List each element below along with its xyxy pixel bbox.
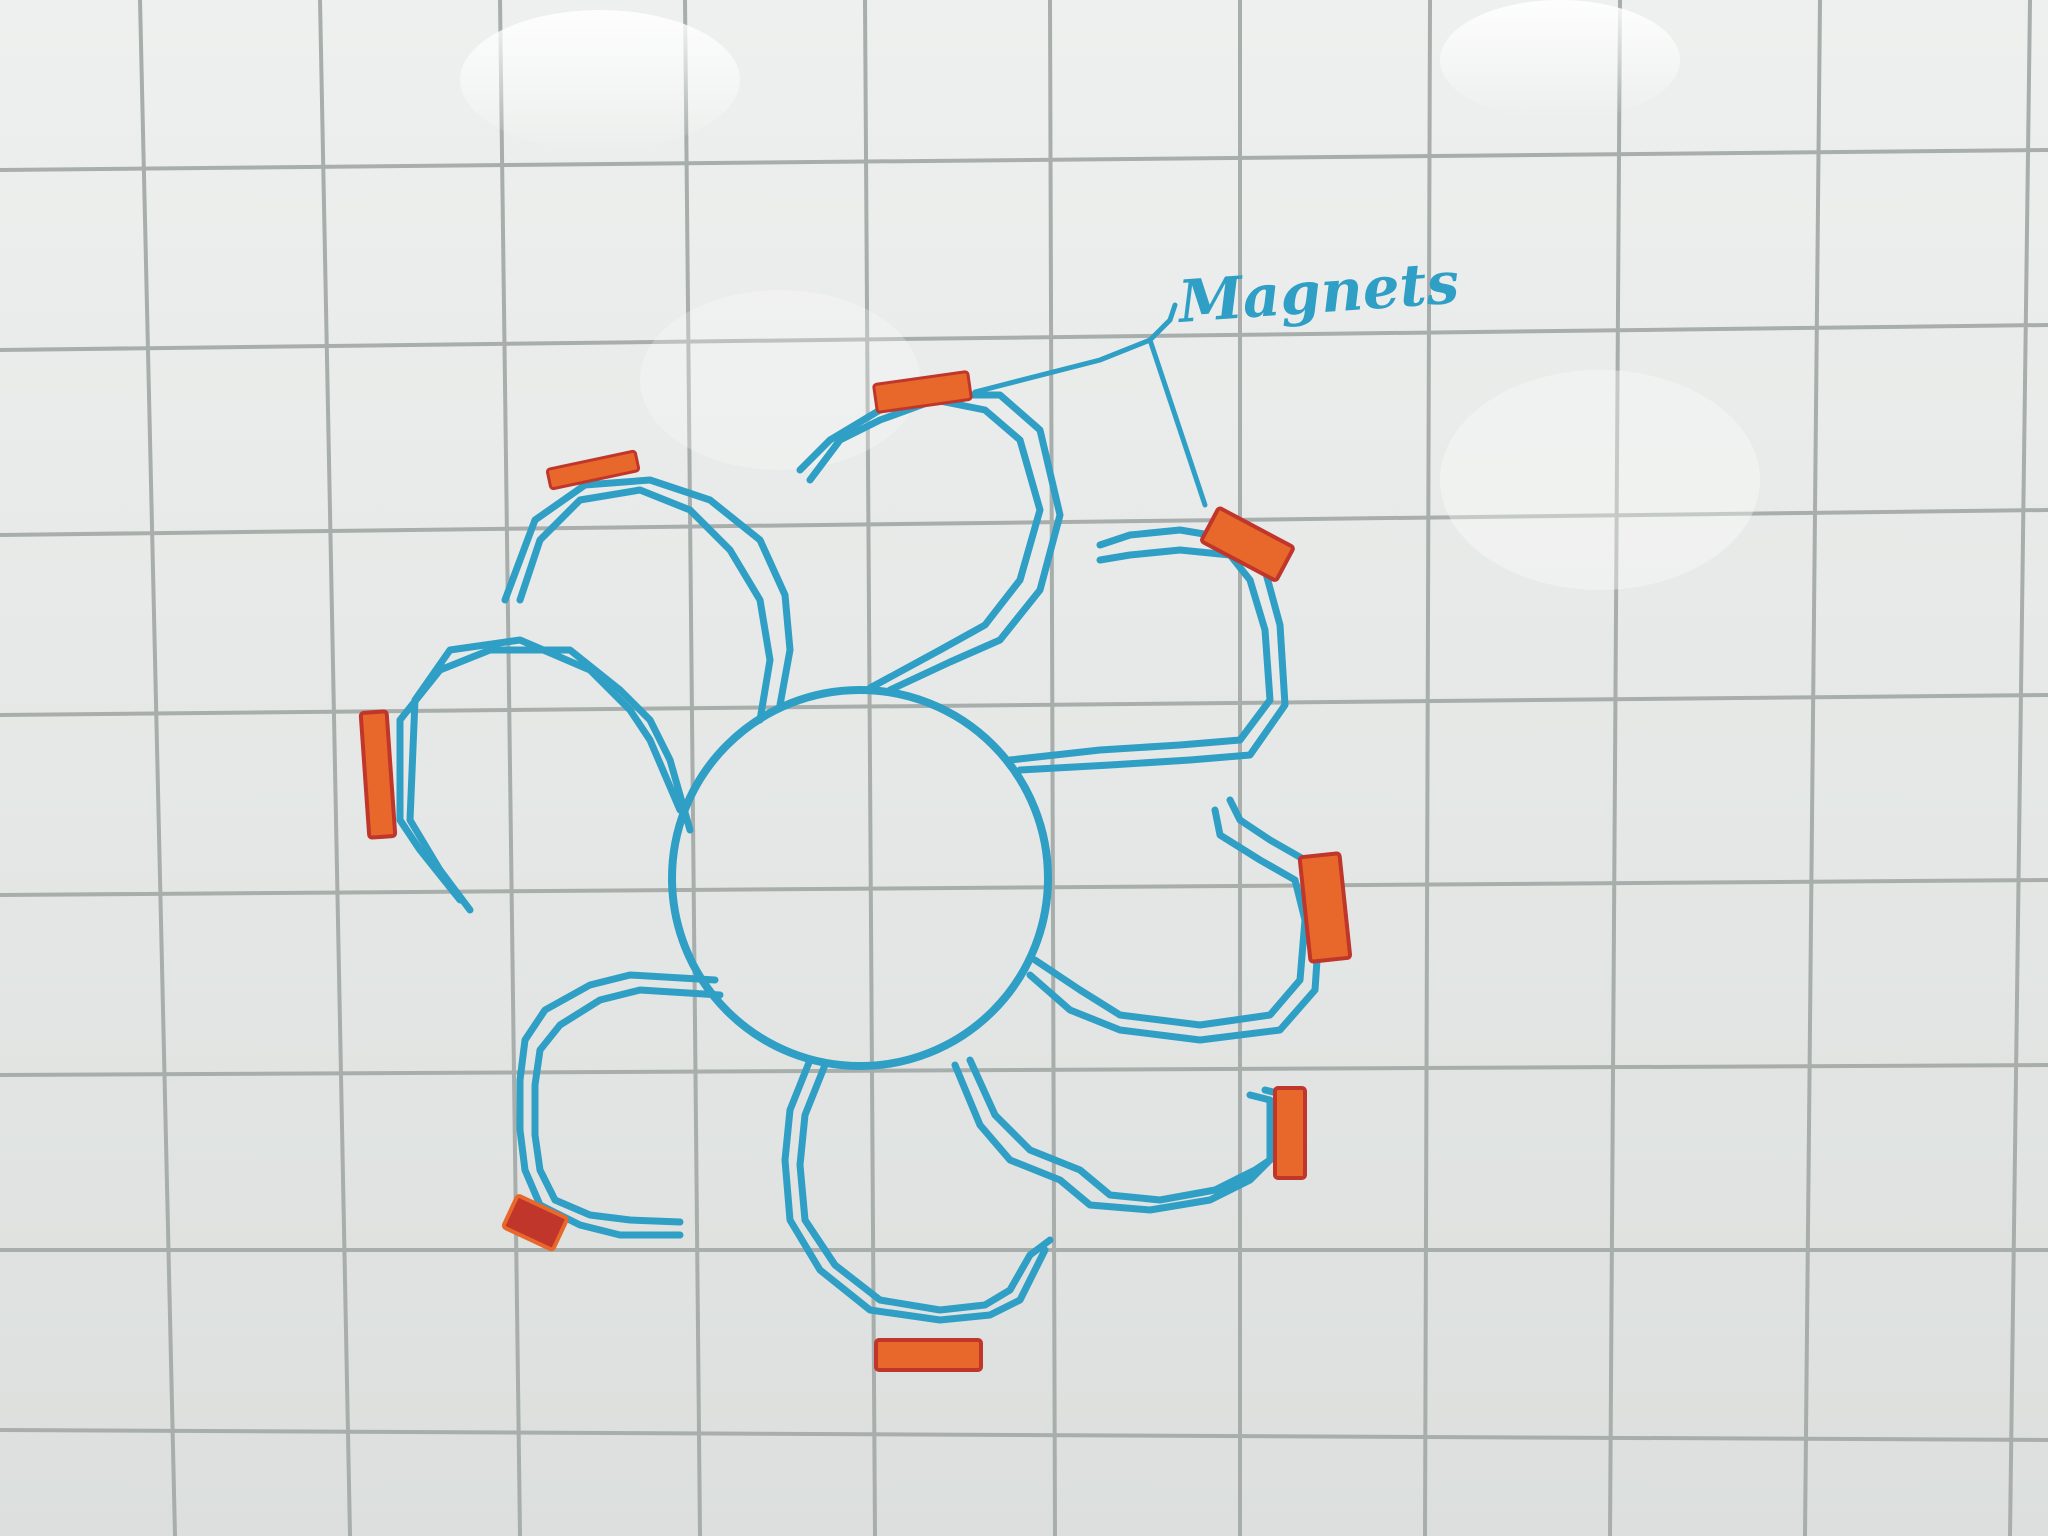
arm-lower-left [516, 971, 719, 1239]
magnets-label: Magnets [1174, 249, 1461, 337]
arm-upper-left [516, 486, 774, 724]
magnet-upper-right [1200, 506, 1295, 582]
arm-right-upper-inner [1016, 526, 1289, 774]
arm-right-upper [1006, 546, 1274, 764]
arm-top-inner [796, 391, 1064, 694]
arm-upper-left-inner [501, 476, 794, 709]
light-glare [460, 0, 1760, 590]
magnet-right-lower [1273, 1086, 1307, 1180]
arm-top [806, 396, 1044, 692]
arm-lower-left-inner [531, 986, 724, 1226]
arm-right-lower-inner [1026, 796, 1324, 1044]
arm-right-lower [1031, 806, 1309, 1029]
magnet-lower-left [501, 1194, 569, 1252]
arm-bottom-right-inner [966, 1056, 1289, 1204]
magnet-right [1297, 851, 1353, 964]
magnet-top [872, 370, 973, 414]
arm-left-inner [406, 636, 684, 914]
arm-bottom-right [951, 1061, 1274, 1214]
arm-bottom [781, 1056, 1049, 1324]
magnet-left [358, 709, 398, 840]
hub-circle [668, 686, 1052, 1070]
arm-left [396, 646, 694, 904]
arm-bottom-inner [796, 1061, 1054, 1314]
arms [396, 391, 1324, 1324]
magnet-upper-left [545, 449, 641, 491]
magnet-bottom [874, 1338, 983, 1372]
label-leader-lines [972, 302, 1208, 508]
magnets [358, 370, 1353, 1372]
